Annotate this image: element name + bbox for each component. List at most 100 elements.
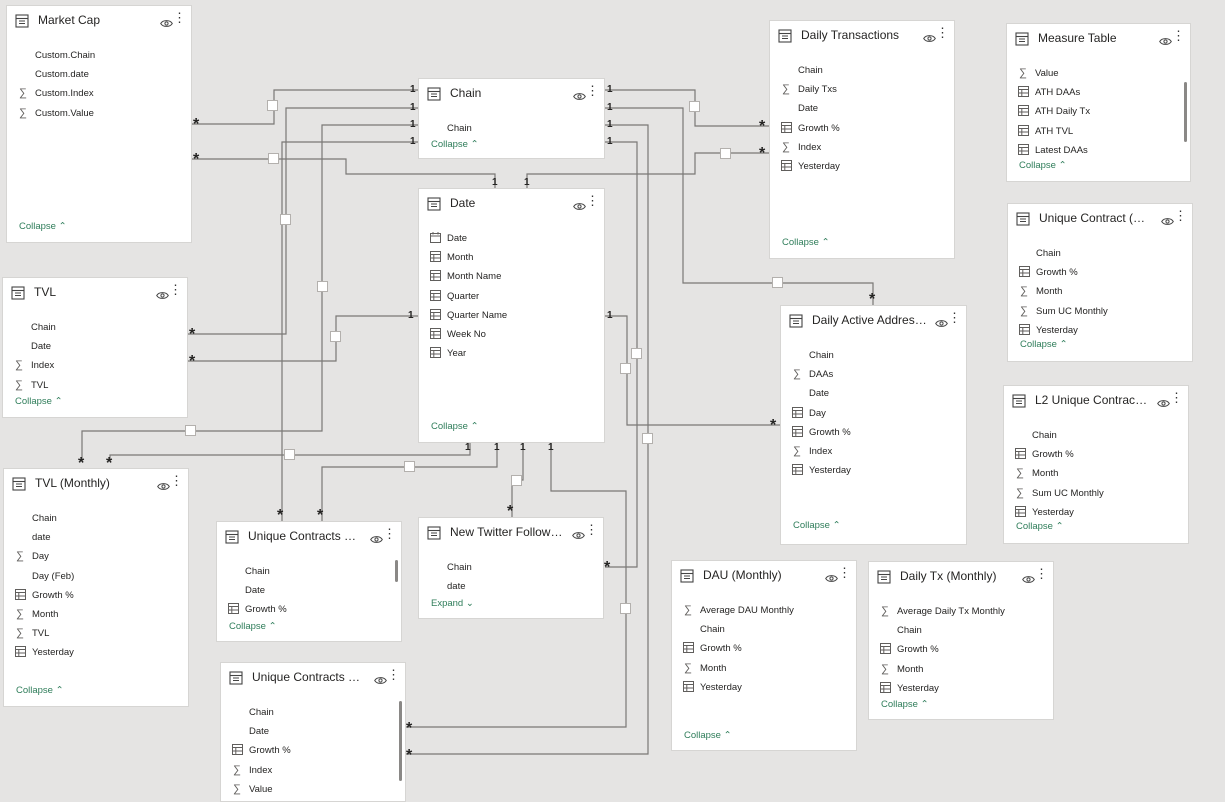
- field-row[interactable]: Chain: [1004, 426, 1188, 445]
- field-row[interactable]: ∑Index: [770, 138, 954, 157]
- field-row[interactable]: ∑TVL: [3, 376, 187, 395]
- field-row[interactable]: ATH DAAs: [1007, 83, 1190, 102]
- more-options-icon[interactable]: ⋮: [586, 193, 599, 208]
- filter-direction-arrow[interactable]: [185, 425, 196, 436]
- filter-direction-arrow[interactable]: [631, 348, 642, 359]
- field-row[interactable]: Chain: [419, 558, 603, 577]
- more-options-icon[interactable]: ⋮: [948, 310, 961, 325]
- eye-icon[interactable]: [1159, 33, 1172, 51]
- eye-icon[interactable]: [160, 15, 173, 33]
- field-row[interactable]: Date: [3, 337, 187, 356]
- field-row[interactable]: Chain: [1008, 244, 1192, 263]
- table-header[interactable]: Unique Contract (Mo...⋮: [1008, 204, 1192, 234]
- eye-icon[interactable]: [1157, 395, 1170, 413]
- eye-icon[interactable]: [157, 478, 170, 496]
- eye-icon[interactable]: [156, 287, 169, 305]
- table-header[interactable]: TVL (Monthly)⋮: [4, 469, 188, 499]
- field-row[interactable]: Yesterday: [1008, 321, 1192, 340]
- field-row[interactable]: ∑Day: [4, 547, 188, 566]
- table-header[interactable]: Unique Contracts De...⋮: [217, 522, 401, 552]
- field-row[interactable]: Growth %: [1004, 445, 1188, 464]
- field-row[interactable]: ∑Index: [3, 356, 187, 375]
- field-row[interactable]: Date: [419, 229, 604, 248]
- table-header[interactable]: Unique Contracts De...⋮: [221, 663, 405, 693]
- field-row[interactable]: Year: [419, 344, 604, 363]
- more-options-icon[interactable]: ⋮: [1172, 28, 1185, 43]
- field-row[interactable]: Custom.Chain: [7, 46, 191, 65]
- field-row[interactable]: Growth %: [1008, 263, 1192, 282]
- field-row[interactable]: Date: [217, 581, 401, 600]
- table-card-daily-tx-monthly[interactable]: Daily Tx (Monthly)⋮∑Average Daily Tx Mon…: [868, 561, 1054, 720]
- field-row[interactable]: Chain: [4, 509, 188, 528]
- filter-direction-arrow[interactable]: [620, 603, 631, 614]
- field-row[interactable]: Day: [781, 404, 966, 423]
- table-header[interactable]: Market Cap⋮: [7, 6, 191, 36]
- more-options-icon[interactable]: ⋮: [1035, 566, 1048, 581]
- field-row[interactable]: ∑Value: [221, 780, 405, 799]
- field-row[interactable]: ∑Index: [221, 761, 405, 780]
- more-options-icon[interactable]: ⋮: [1170, 390, 1183, 405]
- field-row[interactable]: Yesterday: [1004, 503, 1188, 522]
- table-header[interactable]: DAU (Monthly)⋮: [672, 561, 856, 591]
- more-options-icon[interactable]: ⋮: [169, 282, 182, 297]
- more-options-icon[interactable]: ⋮: [387, 667, 400, 682]
- field-row[interactable]: Chain: [770, 61, 954, 80]
- collapse-button[interactable]: Collapse ⌃: [1019, 160, 1067, 171]
- eye-icon[interactable]: [1022, 571, 1035, 589]
- field-row[interactable]: ∑Daily Txs: [770, 80, 954, 99]
- field-row[interactable]: ∑Month: [869, 660, 1053, 679]
- field-row[interactable]: Month: [419, 248, 604, 267]
- collapse-button[interactable]: Collapse ⌃: [881, 699, 929, 710]
- field-row[interactable]: Yesterday: [4, 643, 188, 662]
- field-row[interactable]: Quarter: [419, 287, 604, 306]
- eye-icon[interactable]: [1161, 213, 1174, 231]
- more-options-icon[interactable]: ⋮: [173, 10, 186, 25]
- filter-direction-arrow[interactable]: [280, 214, 291, 225]
- field-row[interactable]: Growth %: [217, 600, 401, 619]
- field-row[interactable]: Day (Feb): [4, 567, 188, 586]
- filter-direction-arrow[interactable]: [404, 461, 415, 472]
- filter-direction-arrow[interactable]: [511, 475, 522, 486]
- table-header[interactable]: Measure Table⋮: [1007, 24, 1190, 54]
- collapse-button[interactable]: Collapse ⌃: [684, 730, 732, 741]
- field-row[interactable]: Yesterday: [770, 157, 954, 176]
- field-row[interactable]: ∑Sum UC Monthly: [1004, 484, 1188, 503]
- table-header[interactable]: Daily Active Addresses⋮: [781, 306, 966, 336]
- filter-direction-arrow[interactable]: [317, 281, 328, 292]
- field-row[interactable]: Yesterday: [672, 678, 856, 697]
- filter-direction-arrow[interactable]: [284, 449, 295, 460]
- field-row[interactable]: Chain: [781, 346, 966, 365]
- field-row[interactable]: ∑Month: [1008, 282, 1192, 301]
- field-row[interactable]: ∑Month: [672, 659, 856, 678]
- field-row[interactable]: Yesterday: [781, 461, 966, 480]
- field-row[interactable]: Custom.date: [7, 65, 191, 84]
- filter-direction-arrow[interactable]: [689, 101, 700, 112]
- field-row[interactable]: Growth %: [770, 119, 954, 138]
- filter-direction-arrow[interactable]: [772, 277, 783, 288]
- field-row[interactable]: ∑Average Daily Tx Monthly: [869, 602, 1053, 621]
- field-row[interactable]: Growth %: [221, 741, 405, 760]
- field-row[interactable]: Chain: [3, 318, 187, 337]
- field-row[interactable]: ATH TVL: [1007, 122, 1190, 141]
- field-row[interactable]: ∑Custom.Index: [7, 84, 191, 103]
- eye-icon[interactable]: [935, 315, 948, 333]
- filter-direction-arrow[interactable]: [720, 148, 731, 159]
- more-options-icon[interactable]: ⋮: [1174, 208, 1187, 223]
- eye-icon[interactable]: [374, 672, 387, 690]
- more-options-icon[interactable]: ⋮: [936, 25, 949, 40]
- filter-direction-arrow[interactable]: [268, 153, 279, 164]
- field-row[interactable]: Growth %: [869, 640, 1053, 659]
- field-row[interactable]: Growth %: [672, 639, 856, 658]
- field-row[interactable]: ∑Custom.Value: [7, 104, 191, 123]
- field-row[interactable]: ∑Sum UC Monthly: [1008, 302, 1192, 321]
- collapse-button[interactable]: Collapse ⌃: [431, 421, 479, 432]
